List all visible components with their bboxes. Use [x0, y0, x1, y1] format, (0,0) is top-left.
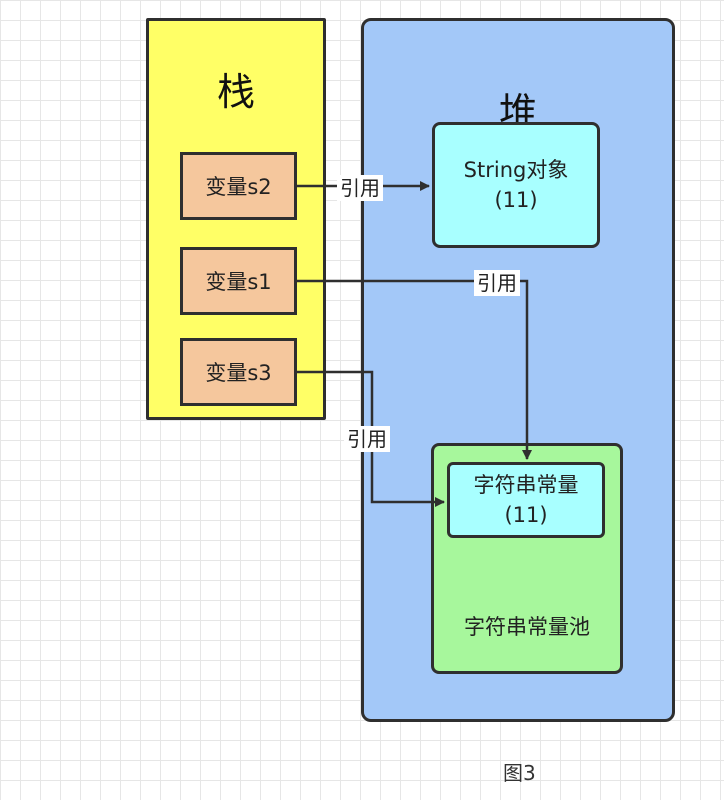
variable-s1-node[interactable]: 变量s1 [180, 247, 297, 315]
string-object-node[interactable]: String对象 (11) [432, 122, 600, 248]
string-object-label: String对象 [463, 158, 569, 182]
string-constant-label: 字符串常量 [473, 473, 579, 497]
variable-s3-node[interactable]: 变量s3 [180, 338, 297, 406]
edge-s1-label: 引用 [474, 270, 520, 296]
variable-s3-label: 变量s3 [205, 361, 272, 385]
variable-s2-label: 变量s2 [205, 175, 272, 199]
constant-pool-label: 字符串常量池 [464, 615, 590, 639]
figure-caption: 图3 [503, 761, 536, 785]
stack-title: 栈 [216, 70, 255, 114]
edge-s2-label: 引用 [337, 175, 383, 201]
edge-s3-label: 引用 [344, 426, 390, 452]
string-object-value: (11) [494, 188, 538, 212]
string-constant-value: (11) [504, 503, 548, 527]
variable-s2-node[interactable]: 变量s2 [180, 152, 297, 220]
string-constant-node[interactable]: 字符串常量 (11) [447, 462, 605, 538]
variable-s1-label: 变量s1 [205, 270, 272, 294]
edge-s1-to-string-constant [297, 279, 532, 460]
